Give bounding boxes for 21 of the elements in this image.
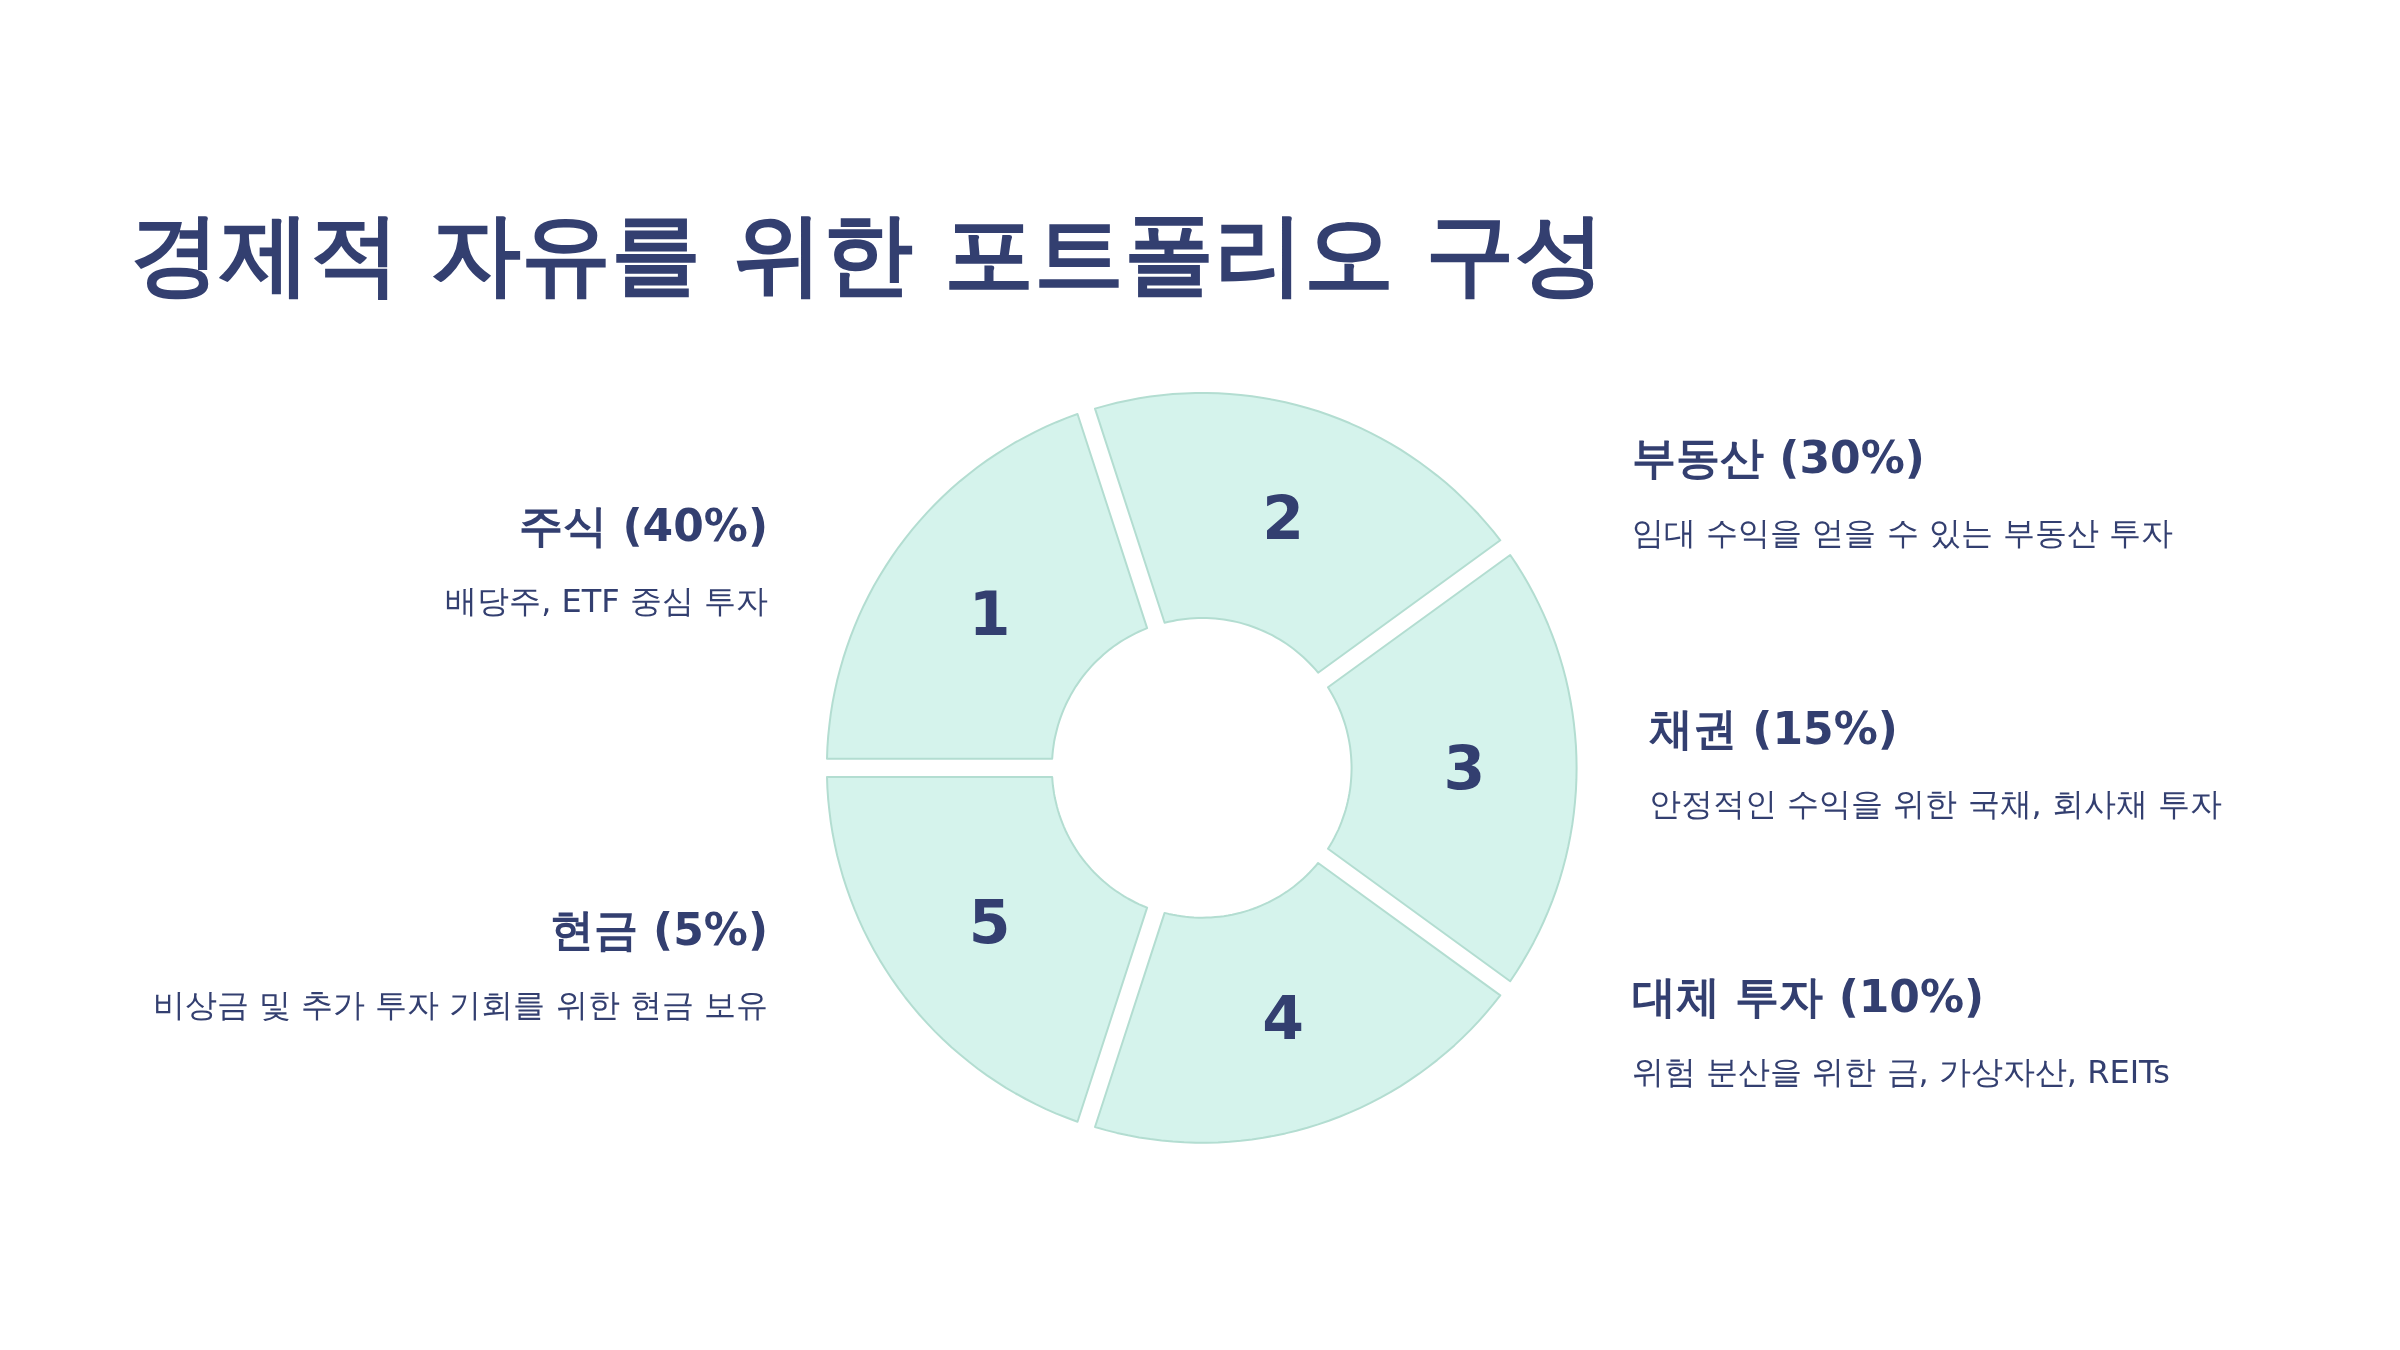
ring-segment xyxy=(825,412,1150,761)
category-heading: 채권 (15%) xyxy=(1649,703,1898,756)
segment-number: 4 xyxy=(1262,987,1304,1048)
ring-segment xyxy=(1092,861,1502,1145)
category-description: 위험 분산을 위한 금, 가상자산, REITs xyxy=(1632,1053,2170,1092)
segment-number: 1 xyxy=(968,583,1011,644)
title: 경제적 자유를 위한 포트폴리오 구성 xyxy=(130,200,1606,308)
category-description: 안정적인 수익을 위한 국채, 회사채 투자 xyxy=(1649,785,2223,824)
category-heading: 부동산 (30%) xyxy=(1632,432,1925,485)
category-description: 비상금 및 추가 투자 기회를 위한 현금 보유 xyxy=(152,986,768,1025)
ring-segment xyxy=(825,775,1150,1124)
category-description: 배당주, ETF 중심 투자 xyxy=(445,582,768,621)
ring-segment xyxy=(1326,552,1579,984)
category-heading: 현금 (5%) xyxy=(549,904,768,957)
segment-number: 5 xyxy=(968,892,1011,953)
ring-segment xyxy=(1092,391,1502,675)
segment-number: 3 xyxy=(1443,738,1486,798)
category-heading: 주식 (40%) xyxy=(519,500,768,553)
segment-number: 2 xyxy=(1262,488,1304,549)
category-description: 임대 수익을 얻을 수 있는 부동산 투자 xyxy=(1632,514,2174,553)
category-heading: 대체 투자 (10%) xyxy=(1632,971,1985,1024)
